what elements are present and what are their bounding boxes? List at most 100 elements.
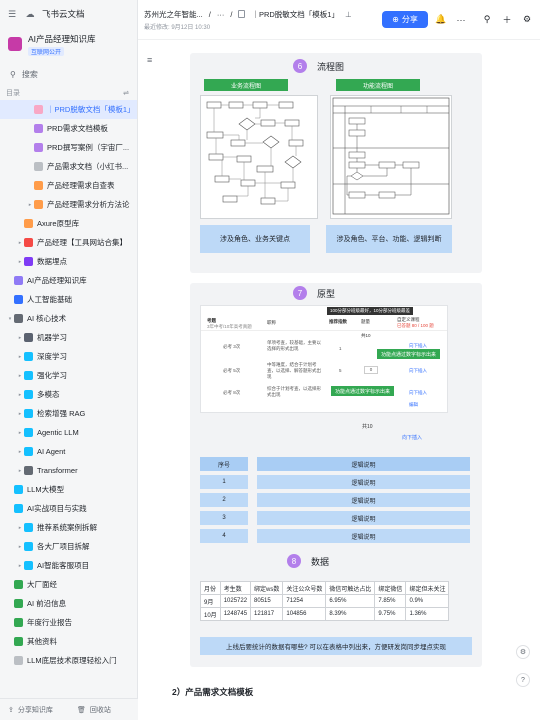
sidebar-item[interactable]: AI实战项目与实践	[0, 499, 137, 518]
breadcrumb-more[interactable]: ···	[216, 9, 225, 19]
sidebar-item-label: AI Agent	[37, 447, 66, 456]
sidebar-item-label: 产品经理需求自查表	[47, 181, 115, 190]
metrics-cell: 104856	[282, 607, 327, 621]
sidebar-item-label: 大厂面经	[27, 580, 57, 589]
document-icon	[24, 257, 33, 266]
logic-table-header: 序号 逻辑说明	[200, 457, 470, 471]
sidebar-item[interactable]: ▸深度学习	[0, 347, 137, 366]
sidebar-item[interactable]: LLM底层技术原理轻松入门	[0, 651, 137, 670]
chevron-right-icon[interactable]: ▸	[18, 239, 22, 246]
collapse-sidebar-icon[interactable]: ☰	[7, 8, 17, 19]
breadcrumb-parent[interactable]: 苏州光之年智能...	[144, 9, 203, 19]
annotation-popup: 功能点通过数字标示出来	[331, 386, 395, 396]
sidebar-item-label: Agentic LLM	[37, 428, 79, 437]
prototype-pager: 共10	[361, 333, 371, 338]
sidebar-item[interactable]: ▾AI 核心技术	[0, 309, 137, 328]
prototype-row-2-b: 中等难度，结合于计划考查，以选择、解答题形式出现	[267, 362, 321, 379]
chevron-right-icon[interactable]: ▸	[18, 543, 22, 550]
section-title: 数据	[311, 556, 330, 567]
comment-float-icon[interactable]: ⚙	[516, 645, 530, 659]
chevron-right-icon[interactable]: ▸	[18, 258, 22, 265]
chevron-right-icon[interactable]: ▸	[18, 467, 22, 474]
prototype-edit-link: 编辑	[409, 402, 418, 407]
search-icon[interactable]: ⚲	[483, 14, 491, 24]
sidebar-item-label: 产品需求文档（小红书...	[47, 162, 129, 171]
flowchart-section: 6 流程图 业务流程图 功能流程图	[190, 53, 482, 273]
settings-gear-icon[interactable]: ⚙	[522, 14, 532, 24]
share-knowledge-base-button[interactable]: ⇪ 分享知识库	[0, 705, 69, 715]
sidebar-item[interactable]: ▸产品经理需求分析方法论	[0, 195, 137, 214]
sidebar-item[interactable]: ▸强化学习	[0, 366, 137, 385]
sidebar-item[interactable]: ｜PRD脱敏文档「模板1」	[0, 100, 137, 119]
knowledge-base-header[interactable]: AI产品经理知识库 互联网公开	[0, 28, 137, 60]
sidebar-item[interactable]: 产品需求文档（小红书...	[0, 157, 137, 176]
chevron-right-icon[interactable]: ▸	[18, 562, 22, 569]
function-flowchart-drawing	[332, 97, 450, 215]
search-icon: ⚲	[10, 69, 16, 79]
notification-bell-icon[interactable]: 🔔	[435, 14, 447, 24]
sidebar-item[interactable]: PRD需求文档模板	[0, 119, 137, 138]
add-icon[interactable]: ＋	[502, 15, 512, 25]
chevron-right-icon[interactable]: ▸	[28, 201, 32, 208]
logic-table-row: 2 逻辑说明	[200, 493, 470, 507]
chevron-right-icon[interactable]: ▸	[18, 353, 22, 360]
sidebar-item[interactable]: AI产品经理知识库	[0, 271, 137, 290]
sidebar-item[interactable]: ▸ AI智能客服项目	[0, 556, 137, 575]
search-input[interactable]: ⚲ 搜索	[6, 66, 131, 82]
document-body: ≡ 6 流程图 业务流程图 功能流程图	[138, 41, 540, 720]
sidebar-item[interactable]: 年度行业报告	[0, 613, 137, 632]
sidebar-item[interactable]: ▸多模态	[0, 385, 137, 404]
chevron-right-icon[interactable]: ▸	[18, 429, 22, 436]
document-icon	[14, 504, 23, 513]
chevron-down-icon[interactable]: ▾	[8, 315, 12, 322]
chevron-right-icon[interactable]: ▸	[18, 372, 22, 379]
sidebar-item-label: 产品经理【工具网站合集】	[37, 238, 127, 247]
directory-toggle-icon[interactable]: ⇌	[123, 90, 129, 97]
sidebar-item[interactable]: 人工智能基础	[0, 290, 137, 309]
logic-table-index: 4	[200, 529, 248, 543]
sidebar-item-label: PRD撰写案例（宇宙厂...	[47, 143, 130, 152]
metrics-header-cell: 月份	[200, 581, 221, 595]
trash-icon: 🗑	[77, 706, 86, 714]
sidebar-item[interactable]: ▸ 产品经理【工具网站合集】	[0, 233, 137, 252]
trash-button[interactable]: 🗑 回收站	[69, 705, 138, 715]
help-float-icon[interactable]: ?	[516, 673, 530, 687]
document-icon	[14, 295, 23, 304]
chevron-right-icon[interactable]: ▸	[18, 524, 22, 531]
document-icon	[14, 485, 23, 494]
sidebar-item[interactable]: 其他资料	[0, 632, 137, 651]
pin-icon[interactable]: ⊥	[344, 9, 352, 19]
sidebar-item-label: AI智能客服项目	[37, 561, 90, 570]
sidebar-item[interactable]: ▸各大厂项目拆解	[0, 537, 137, 556]
sidebar-item[interactable]: ▸ Agentic LLM	[0, 423, 137, 442]
more-options-icon[interactable]: ···	[456, 14, 466, 25]
sidebar-item[interactable]: ▸机器学习	[0, 328, 137, 347]
sidebar-item[interactable]: 产品经理需求自查表	[0, 176, 137, 195]
sidebar-item-label: ｜PRD脱敏文档「模板1」	[47, 105, 135, 114]
sidebar-item[interactable]: LLM大模型	[0, 480, 137, 499]
business-flowchart-image	[200, 95, 318, 219]
outline-toggle-icon[interactable]: ≡	[147, 55, 153, 65]
chevron-right-icon[interactable]: ▸	[18, 448, 22, 455]
share-button[interactable]: ⊕ 分享	[382, 11, 428, 28]
doc-title[interactable]: ｜PRD脱敏文档「模板1」	[251, 9, 339, 19]
sidebar-item[interactable]: PRD撰写案例（宇宙厂...	[0, 138, 137, 157]
document-icon	[24, 447, 33, 456]
logic-table-head-desc: 逻辑说明	[257, 457, 470, 471]
business-flowchart-drawing	[206, 101, 304, 205]
chevron-right-icon[interactable]: ▸	[18, 334, 22, 341]
chevron-right-icon[interactable]: ▸	[18, 410, 22, 417]
sidebar-item[interactable]: ▸推荐系统案例拆解	[0, 518, 137, 537]
sidebar-item[interactable]: ▸检索增强 RAG	[0, 404, 137, 423]
sidebar-item-label: Transformer	[37, 466, 78, 475]
sidebar-item[interactable]: ▸数据埋点	[0, 252, 137, 271]
document-icon	[24, 428, 33, 437]
sidebar-item[interactable]: Axure原型库	[0, 214, 137, 233]
prototype-row-1-b: 单项考查，较基础，主要以选择的形式出现	[267, 340, 321, 351]
sidebar-item[interactable]: ▸ Transformer	[0, 461, 137, 480]
sidebar-item[interactable]: 大厂面经	[0, 575, 137, 594]
sidebar-item[interactable]: AI 前沿信息	[0, 594, 137, 613]
sidebar-item[interactable]: ▸ AI Agent	[0, 442, 137, 461]
function-flowchart-image	[330, 95, 452, 219]
chevron-right-icon[interactable]: ▸	[18, 391, 22, 398]
